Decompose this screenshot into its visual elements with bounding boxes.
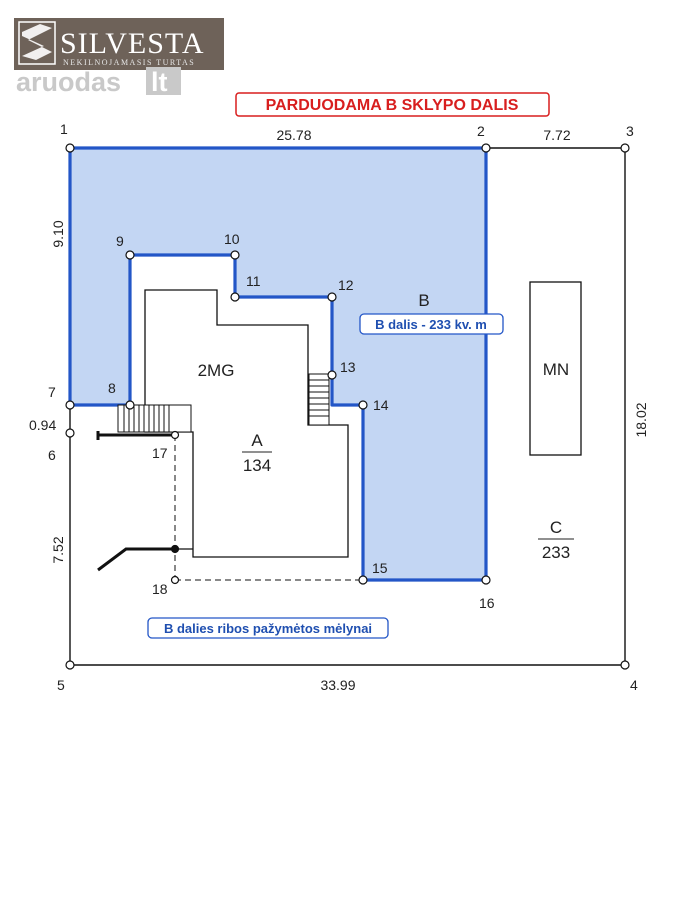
point-1-label: 1 (60, 121, 68, 137)
dim-left-bottom: 7.52 (50, 536, 66, 563)
point-labels: 1 2 3 4 5 6 7 8 9 10 11 12 13 14 15 16 1… (48, 121, 638, 693)
mn-label: MN (543, 360, 569, 379)
point-18-marker (170, 575, 180, 585)
zone-a-label: A (251, 431, 263, 450)
silvesta-logo: SILVESTA NEKILNOJAMASIS TURTAS (14, 18, 224, 70)
zone-a-value: 134 (243, 456, 271, 475)
dim-top-right: 7.72 (543, 127, 570, 143)
dimension-labels: 25.78 7.72 33.99 0.94 9.10 7.52 18.02 (29, 127, 649, 693)
point-11-label: 11 (246, 273, 261, 289)
stairs-right (308, 373, 330, 426)
watermark-tld: lt (151, 67, 168, 97)
header-frame (235, 92, 550, 117)
logo-emblem-icon (18, 21, 56, 65)
watermark-main: aruodas (16, 67, 121, 97)
zone-c-label: C (550, 518, 562, 537)
point-7-marker (65, 400, 75, 410)
point-15-marker (358, 575, 368, 585)
dim-bottom: 33.99 (320, 677, 355, 693)
point-1-marker (65, 143, 75, 153)
point-5-label: 5 (57, 677, 65, 693)
legend-note: B dalies ribos pažymėtos mėlynai (147, 617, 389, 639)
point-2-marker (481, 143, 491, 153)
dim-left-top: 9.10 (50, 220, 66, 247)
point-6-marker (65, 428, 75, 438)
point-10-marker (230, 250, 240, 260)
point-14-marker (358, 400, 368, 410)
point-9-marker (125, 250, 135, 260)
point-5-marker (65, 660, 75, 670)
aruodas-watermark: aruodas lt (16, 67, 181, 97)
zone-c-value: 233 (542, 543, 570, 562)
point-12-label: 12 (338, 277, 354, 293)
logo-background (14, 18, 224, 70)
logo-tagline: NEKILNOJAMASIS TURTAS (63, 58, 195, 67)
boundary-points (65, 143, 630, 670)
point-16-marker (481, 575, 491, 585)
dashed-lines (174, 435, 486, 581)
point-10-label: 10 (224, 231, 240, 247)
header-title: PARDUODAMA B SKLYPO DALIS (266, 97, 519, 114)
b-area-note-box (359, 313, 504, 335)
point-16-label: 16 (479, 595, 495, 611)
point-11-marker (230, 292, 240, 302)
point-13-marker (327, 370, 337, 380)
mn-structure (529, 281, 582, 456)
point-2-label: 2 (477, 123, 485, 139)
zone-b-label: B (418, 291, 429, 310)
dim-top-left: 25.78 (276, 127, 311, 143)
point-15-label: 15 (372, 560, 388, 576)
point-7-label: 7 (48, 384, 56, 400)
point-17-label: 17 (152, 445, 168, 461)
point-14-label: 14 (373, 397, 389, 413)
zone-labels: B B dalis - 233 kv. m 2MG A 134 MN C 233 (198, 291, 574, 562)
dim-right: 18.02 (633, 402, 649, 437)
b-area-note: B dalis - 233 kv. m (375, 317, 487, 332)
point-8-label: 8 (108, 380, 116, 396)
point-17-marker (170, 430, 180, 440)
point-13-label: 13 (340, 359, 356, 375)
point-18-label: 18 (152, 581, 168, 597)
point-3-label: 3 (626, 123, 634, 139)
header-banner: PARDUODAMA B SKLYPO DALIS (235, 92, 550, 117)
dim-left-mid: 0.94 (29, 417, 56, 433)
point-12-marker (327, 292, 337, 302)
point-4-marker (620, 660, 630, 670)
building-label: 2MG (198, 361, 235, 380)
legend-note-text: B dalies ribos pažymėtos mėlynai (164, 621, 372, 636)
point-4-label: 4 (630, 677, 638, 693)
point-9-label: 9 (116, 233, 124, 249)
logo-name: SILVESTA (60, 27, 205, 60)
gate-hinge-marker (170, 544, 180, 554)
watermark-tld-badge (146, 67, 181, 95)
legend-note-box (147, 617, 389, 639)
point-8-marker (125, 400, 135, 410)
point-3-marker (620, 143, 630, 153)
point-6-label: 6 (48, 447, 56, 463)
